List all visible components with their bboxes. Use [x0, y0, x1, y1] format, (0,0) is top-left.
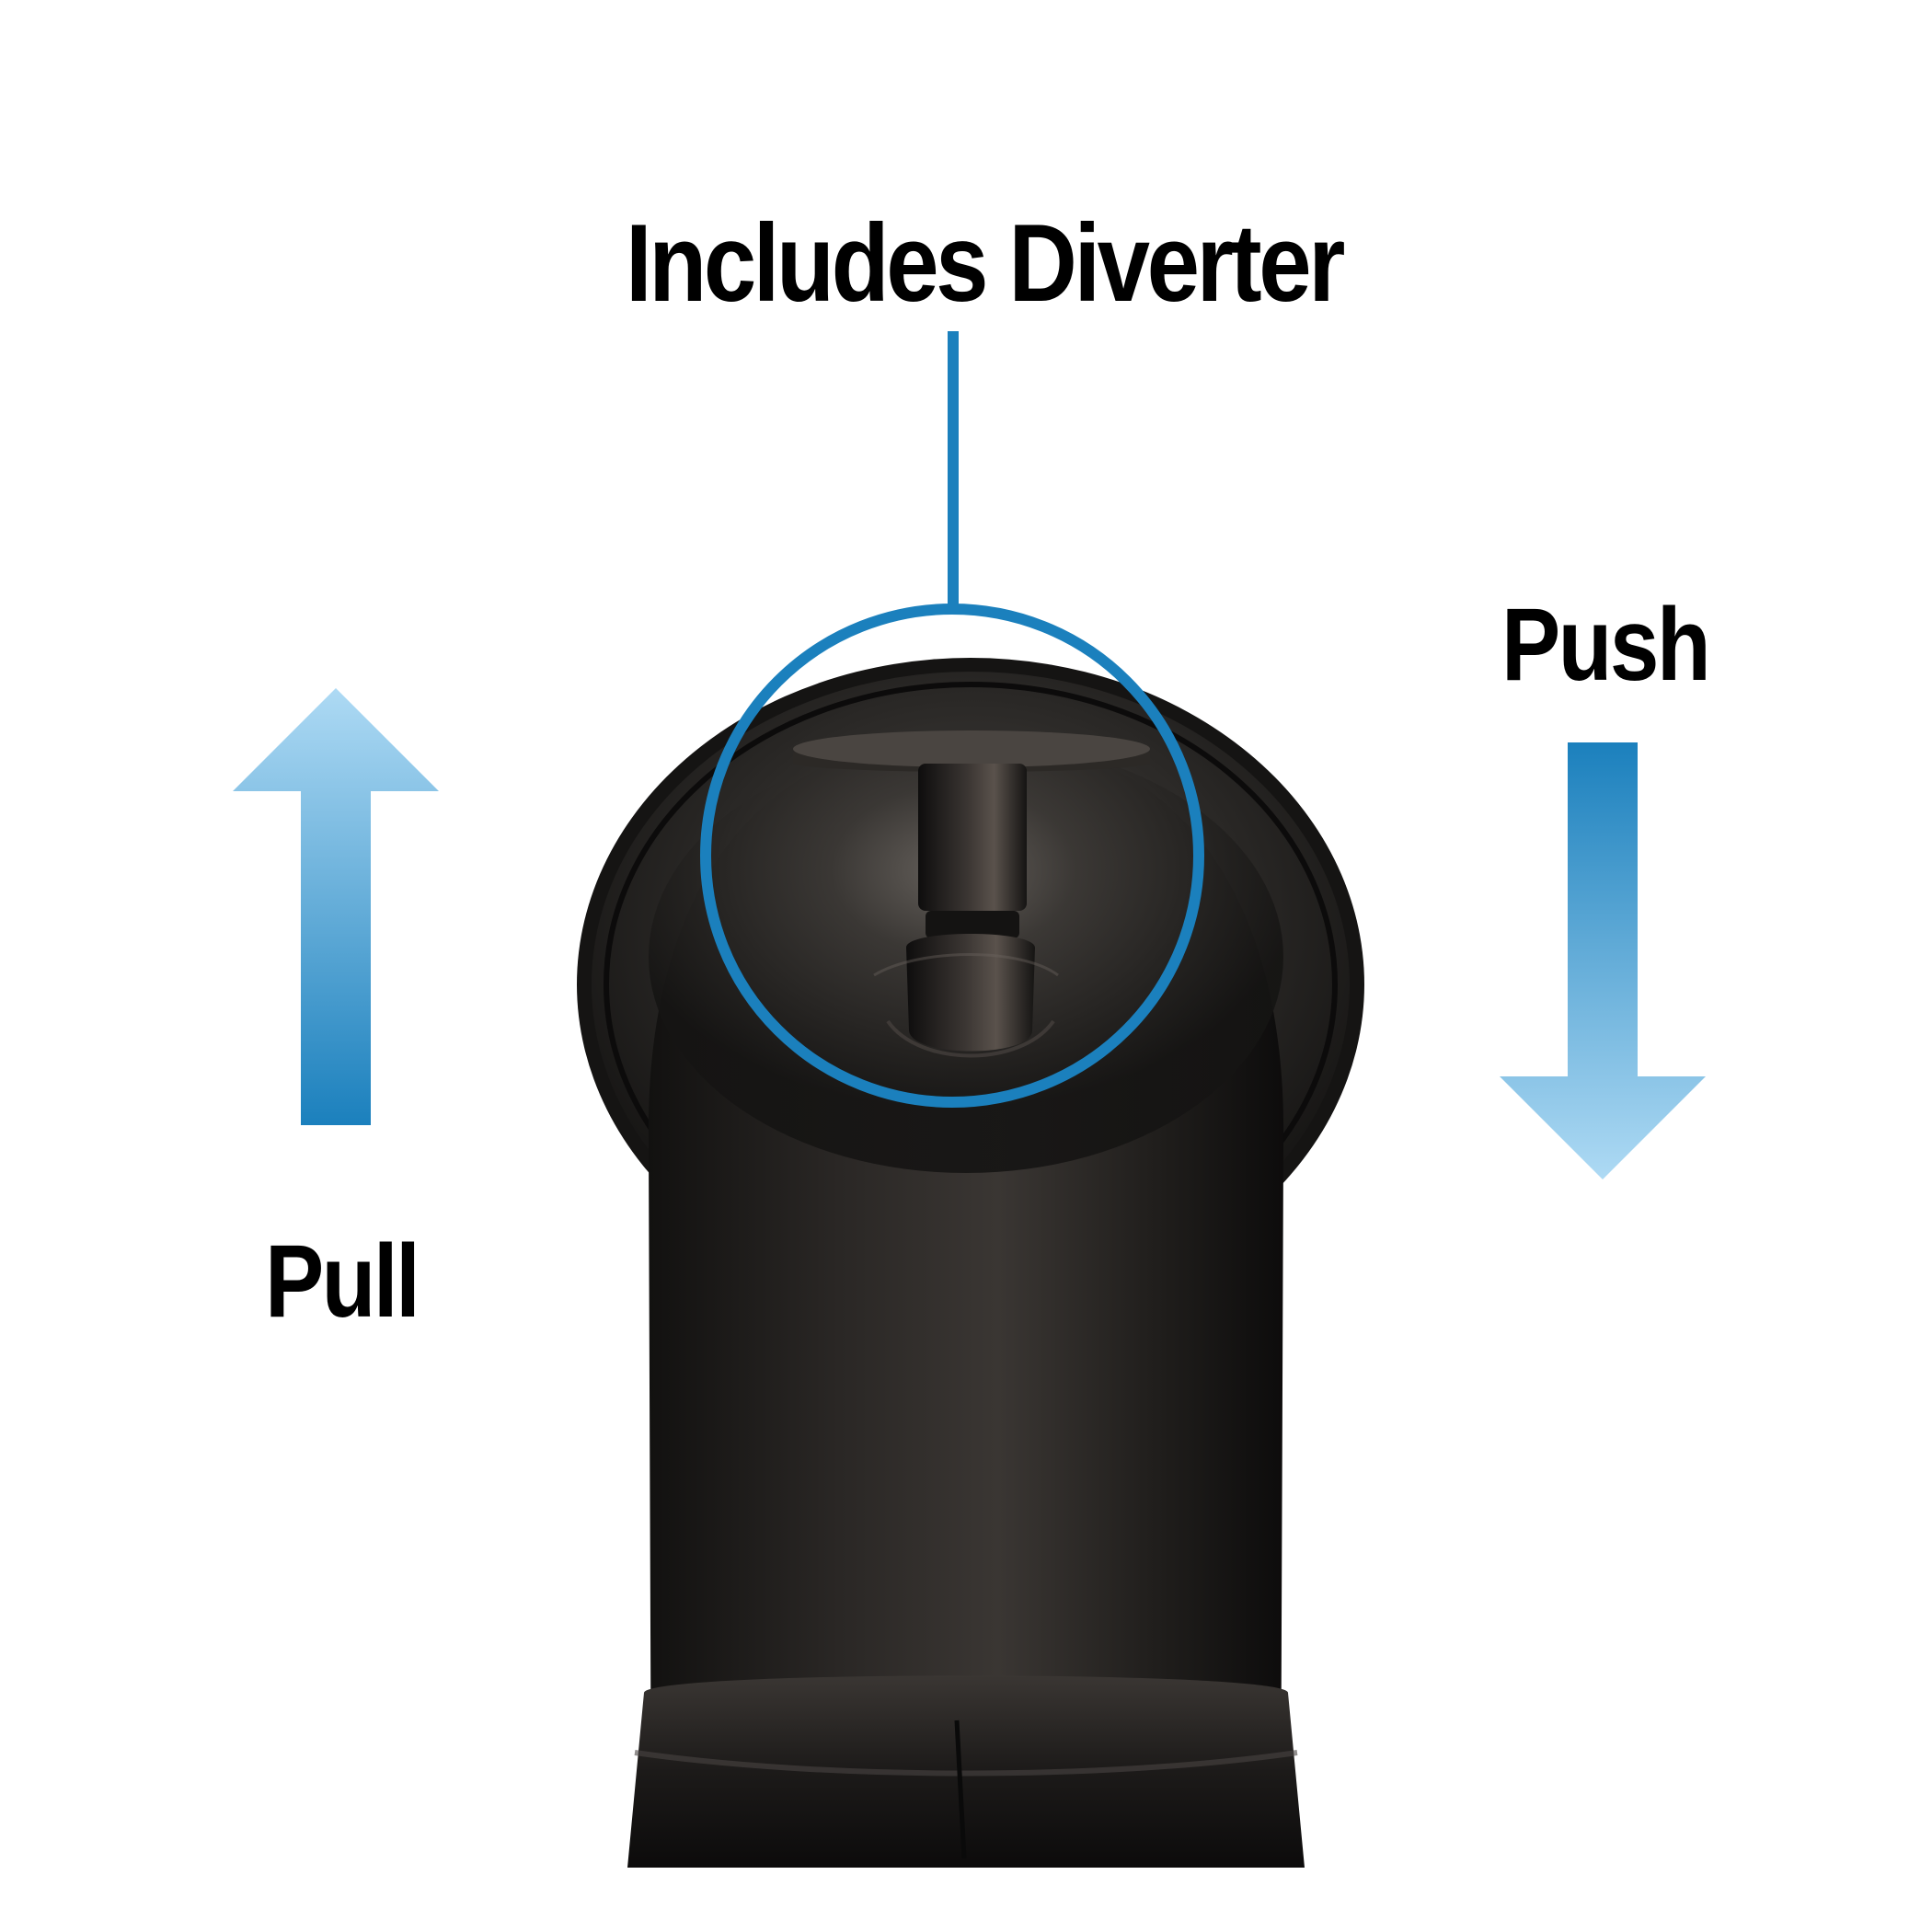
arrow-up-icon	[233, 688, 439, 1125]
callout-circle	[700, 604, 1204, 1108]
arrow-down-icon	[1500, 742, 1706, 1179]
headline-includes-diverter: Includes Diverter	[626, 201, 1345, 325]
pull-label: Pull	[265, 1224, 420, 1339]
push-label: Push	[1501, 587, 1711, 702]
